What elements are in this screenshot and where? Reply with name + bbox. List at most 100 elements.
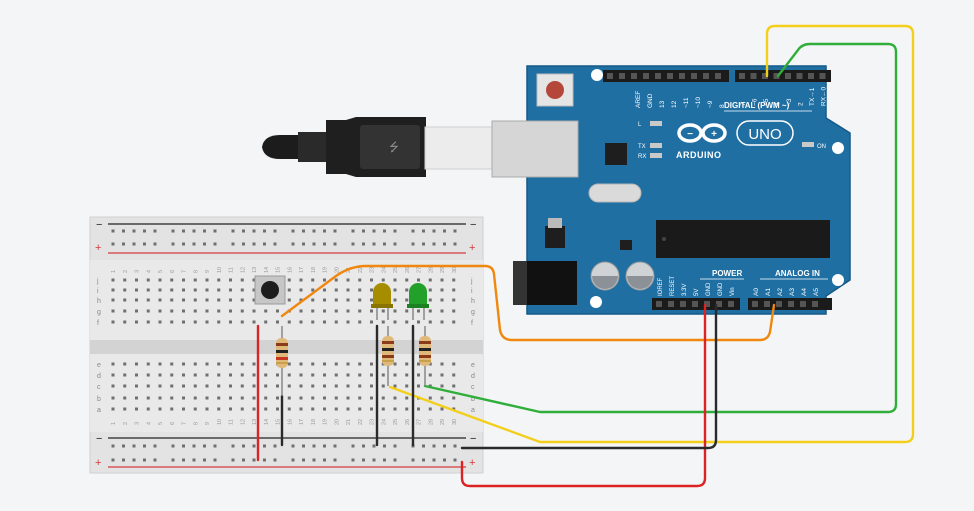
- breadboard-hole[interactable]: [393, 309, 397, 313]
- breadboard-hole[interactable]: [346, 362, 350, 366]
- breadboard-hole[interactable]: [170, 288, 174, 292]
- breadboard-hole[interactable]: [393, 458, 397, 462]
- breadboard-hole[interactable]: [240, 362, 244, 366]
- breadboard-hole[interactable]: [393, 362, 397, 366]
- breadboard-hole[interactable]: [182, 229, 185, 233]
- breadboard-hole[interactable]: [452, 298, 456, 302]
- breadboard-hole[interactable]: [432, 444, 436, 448]
- breadboard-hole[interactable]: [422, 458, 425, 462]
- pin-hole[interactable]: [796, 73, 803, 79]
- breadboard-hole[interactable]: [122, 229, 125, 233]
- breadboard-hole[interactable]: [240, 298, 244, 302]
- breadboard-hole[interactable]: [334, 384, 338, 388]
- breadboard-hole[interactable]: [240, 407, 244, 411]
- breadboard-hole[interactable]: [132, 242, 136, 246]
- breadboard-hole[interactable]: [170, 278, 174, 282]
- breadboard-hole[interactable]: [428, 320, 432, 324]
- breadboard-hole[interactable]: [111, 288, 115, 292]
- breadboard-hole[interactable]: [358, 288, 362, 292]
- breadboard-hole[interactable]: [240, 309, 244, 313]
- breadboard-hole[interactable]: [443, 444, 446, 448]
- breadboard-hole[interactable]: [323, 362, 326, 366]
- breadboard-hole[interactable]: [231, 229, 235, 233]
- breadboard-hole[interactable]: [146, 298, 150, 302]
- breadboard-hole[interactable]: [393, 320, 397, 324]
- breadboard-hole[interactable]: [381, 396, 385, 400]
- breadboard-hole[interactable]: [370, 298, 373, 302]
- breadboard-hole[interactable]: [405, 384, 409, 388]
- breadboard-hole[interactable]: [440, 362, 444, 366]
- breadboard-hole[interactable]: [440, 407, 444, 411]
- breadboard-hole[interactable]: [428, 396, 432, 400]
- pin-hole[interactable]: [691, 73, 697, 79]
- breadboard-hole[interactable]: [440, 288, 444, 292]
- breadboard-hole[interactable]: [372, 242, 376, 246]
- breadboard-hole[interactable]: [132, 444, 136, 448]
- breadboard-hole[interactable]: [393, 278, 397, 282]
- breadboard-hole[interactable]: [393, 407, 397, 411]
- breadboard-hole[interactable]: [229, 288, 232, 292]
- breadboard-hole[interactable]: [287, 373, 291, 377]
- breadboard-hole[interactable]: [205, 309, 209, 313]
- breadboard-hole[interactable]: [311, 309, 315, 313]
- breadboard-hole[interactable]: [346, 384, 350, 388]
- breadboard-hole[interactable]: [182, 373, 185, 377]
- breadboard-hole[interactable]: [405, 320, 409, 324]
- breadboard-hole[interactable]: [287, 396, 291, 400]
- breadboard-hole[interactable]: [143, 242, 146, 246]
- breadboard-hole[interactable]: [291, 444, 295, 448]
- breadboard-hole[interactable]: [346, 396, 350, 400]
- wires[interactable]: [256, 24, 915, 488]
- breadboard-hole[interactable]: [323, 396, 326, 400]
- breadboard-hole[interactable]: [393, 373, 397, 377]
- breadboard-hole[interactable]: [443, 458, 446, 462]
- breadboard-hole[interactable]: [311, 278, 315, 282]
- breadboard-hole[interactable]: [111, 309, 115, 313]
- breadboard-hole[interactable]: [334, 320, 338, 324]
- breadboard-hole[interactable]: [453, 242, 457, 246]
- breadboard-hole[interactable]: [405, 373, 409, 377]
- breadboard-hole[interactable]: [299, 407, 303, 411]
- breadboard-hole[interactable]: [432, 242, 436, 246]
- breadboard-hole[interactable]: [311, 384, 315, 388]
- breadboard-hole[interactable]: [192, 444, 196, 448]
- breadboard-hole[interactable]: [158, 298, 162, 302]
- pin-hole[interactable]: [715, 73, 721, 79]
- breadboard-hole[interactable]: [146, 384, 150, 388]
- breadboard-hole[interactable]: [452, 373, 456, 377]
- pin-hole[interactable]: [619, 73, 625, 79]
- breadboard-hole[interactable]: [358, 320, 362, 324]
- breadboard-hole[interactable]: [146, 278, 150, 282]
- breadboard-hole[interactable]: [182, 362, 185, 366]
- breadboard-hole[interactable]: [146, 407, 150, 411]
- breadboard-hole[interactable]: [252, 320, 256, 324]
- breadboard-hole[interactable]: [146, 309, 150, 313]
- breadboard-hole[interactable]: [111, 407, 115, 411]
- breadboard-hole[interactable]: [229, 309, 232, 313]
- breadboard-hole[interactable]: [411, 458, 415, 462]
- breadboard-hole[interactable]: [393, 229, 397, 233]
- pin-hole[interactable]: [679, 73, 685, 79]
- breadboard-hole[interactable]: [291, 229, 295, 233]
- breadboard-hole[interactable]: [122, 444, 125, 448]
- breadboard-hole[interactable]: [276, 373, 279, 377]
- breadboard-hole[interactable]: [452, 407, 456, 411]
- breadboard-hole[interactable]: [240, 278, 244, 282]
- breadboard-hole[interactable]: [217, 384, 221, 388]
- pin-hole[interactable]: [631, 73, 637, 79]
- breadboard-hole[interactable]: [334, 407, 338, 411]
- breadboard-hole[interactable]: [231, 458, 235, 462]
- breadboard-hole[interactable]: [422, 229, 425, 233]
- breadboard-hole[interactable]: [381, 384, 385, 388]
- breadboard-hole[interactable]: [217, 298, 221, 302]
- breadboard-hole[interactable]: [299, 309, 303, 313]
- breadboard-hole[interactable]: [135, 288, 138, 292]
- pin-hole[interactable]: [776, 301, 782, 307]
- breadboard-hole[interactable]: [146, 373, 150, 377]
- breadboard-hole[interactable]: [346, 309, 350, 313]
- breadboard-hole[interactable]: [312, 444, 316, 448]
- breadboard-hole[interactable]: [242, 242, 245, 246]
- breadboard-hole[interactable]: [143, 458, 146, 462]
- breadboard-hole[interactable]: [158, 288, 162, 292]
